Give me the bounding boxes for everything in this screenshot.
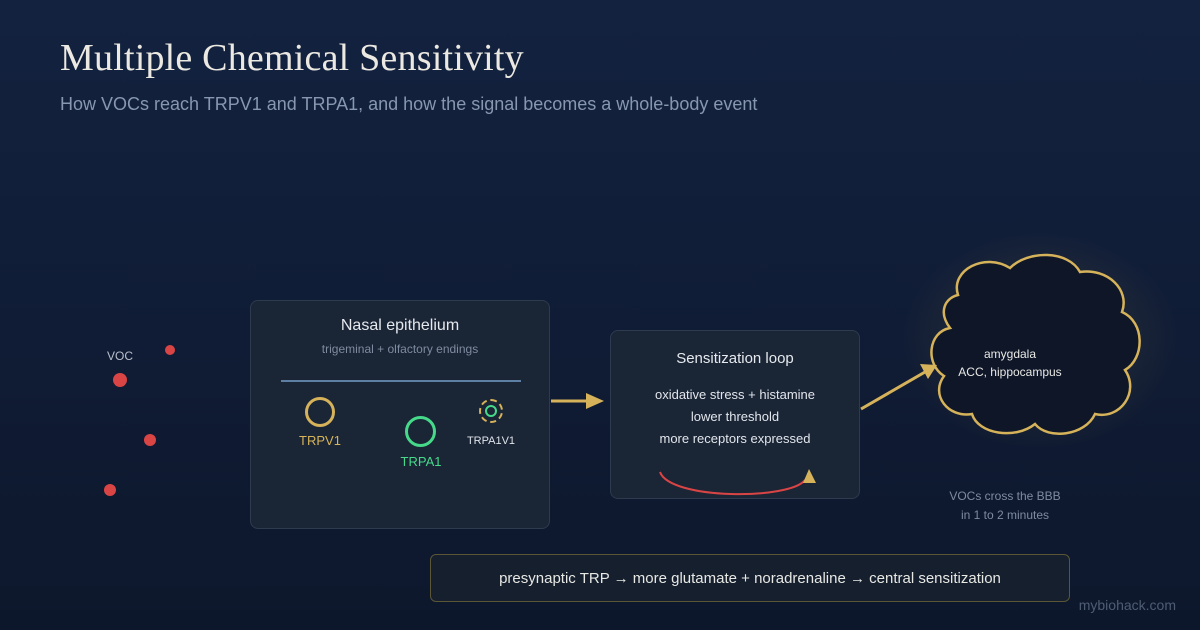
loop-line-oxidative-stress: oxidative stress + histamine	[654, 387, 816, 402]
epithelium-membrane	[281, 380, 521, 382]
arrow-loop-to-brain	[860, 370, 926, 411]
trpv1-label: TRPV1	[299, 433, 341, 448]
loop-line-lower-threshold: lower threshold	[690, 409, 780, 424]
arrow-loop-to-brain-head	[920, 364, 937, 379]
trpa1v1-label: TRPA1V1	[466, 435, 516, 447]
brand-watermark: mybiohack.com	[1078, 597, 1176, 613]
trpa1v1-inner-ring-icon	[485, 405, 497, 417]
brain-regions-text: amygdala ACC, hippocampus	[950, 345, 1070, 381]
central-sensitization-box: presynaptic TRP → more glutamate + norad…	[430, 554, 1070, 602]
sensitization-loop-arc	[659, 471, 806, 496]
page-subtitle: How VOCs reach TRPV1 and TRPA1, and how …	[60, 94, 758, 114]
nasal-panel-subtitle: trigeminal + olfactory endings	[321, 342, 479, 356]
nasal-epithelium-panel: Nasal epithelium trigeminal + olfactory …	[250, 300, 550, 529]
voc-molecule	[144, 434, 156, 446]
footnote-line-2: in 1 to 2 minutes	[960, 508, 1050, 522]
footnote-line-1: VOCs cross the BBB	[949, 489, 1061, 503]
brain-line-amygdala: amygdala	[983, 347, 1037, 361]
voc-label: VOC	[107, 349, 134, 363]
sensitization-loop-panel: Sensitization loop oxidative stress + hi…	[610, 330, 860, 499]
bbb-footnote: VOCs cross the BBB in 1 to 2 minutes	[925, 487, 1085, 525]
nasal-panel-title: Nasal epithelium	[340, 317, 460, 334]
brain-line-acc-hippocampus: ACC, hippocampus	[958, 365, 1062, 379]
trpv1-receptor-icon	[305, 397, 335, 427]
trpa1-label: TRPA1	[400, 454, 442, 469]
loop-panel-title: Sensitization loop	[676, 350, 794, 367]
sensitization-loop-arrowhead	[803, 469, 816, 483]
brain-cloud-icon	[930, 253, 1141, 435]
voc-molecule	[165, 345, 175, 355]
voc-molecule	[113, 373, 127, 387]
loop-line-more-receptors: more receptors expressed	[659, 431, 811, 446]
trpa1v1-receptor-icon	[479, 399, 503, 423]
voc-molecule	[104, 484, 116, 496]
central-sensitization-text: presynaptic TRP → more glutamate + norad…	[499, 569, 1001, 587]
page-title: Multiple Chemical Sensitivity	[60, 37, 524, 79]
trpa1-receptor-icon	[405, 416, 436, 447]
arrow-nasal-to-loop-head	[586, 393, 604, 409]
